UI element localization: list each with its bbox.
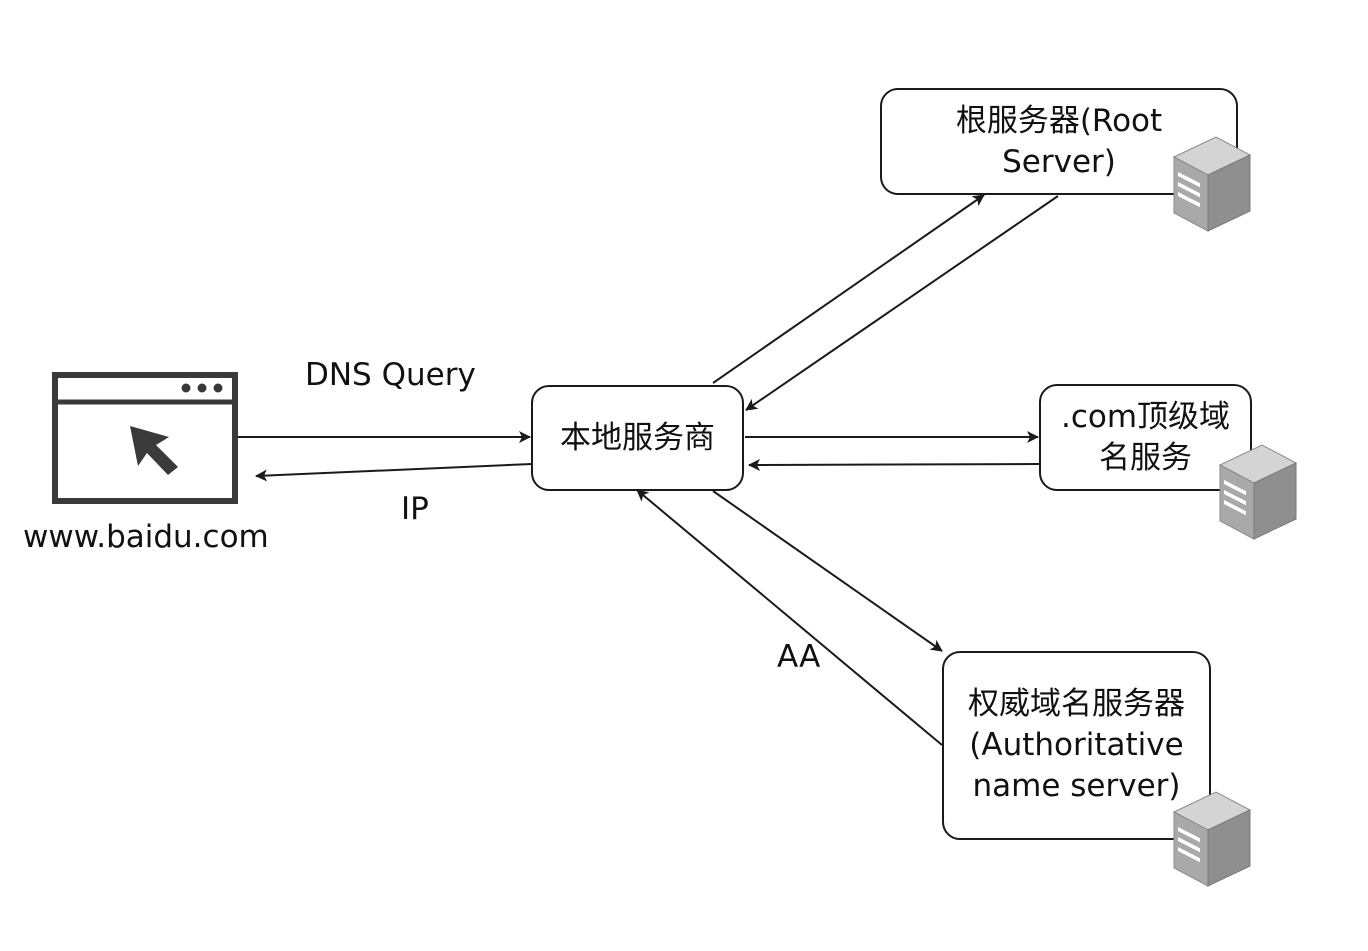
node-authoritative-server[interactable]: 权威域名服务器 (Authoritative name server) (942, 651, 1211, 840)
edge-label-ip: IP (401, 491, 429, 527)
edge-label-aa: AA (777, 639, 821, 675)
edge-auth-to-local (636, 489, 943, 746)
browser-caption: www.baidu.com (23, 519, 269, 555)
server-icon (1218, 444, 1298, 540)
server-icon (1172, 136, 1252, 232)
browser-window-icon (52, 372, 238, 504)
edge-root-to-local (745, 195, 1059, 411)
edge-ip-response (255, 463, 533, 482)
node-tld-server-label: .com顶级域 名服务 (1060, 398, 1231, 476)
node-root-server-label: 根服务器(Root Server) (955, 102, 1163, 180)
server-icon (1172, 791, 1252, 887)
node-authoritative-server-label: 权威域名服务器 (Authoritative name server) (968, 686, 1185, 804)
node-local-provider[interactable]: 本地服务商 (531, 385, 744, 491)
edge-local-to-auth (712, 490, 943, 652)
edge-tld-to-local (748, 458, 1041, 471)
edge-label-dns-query: DNS Query (305, 357, 476, 393)
node-local-provider-label: 本地服务商 (560, 419, 715, 456)
node-tld-server[interactable]: .com顶级域 名服务 (1039, 384, 1252, 491)
edge-local-to-root (712, 194, 985, 384)
